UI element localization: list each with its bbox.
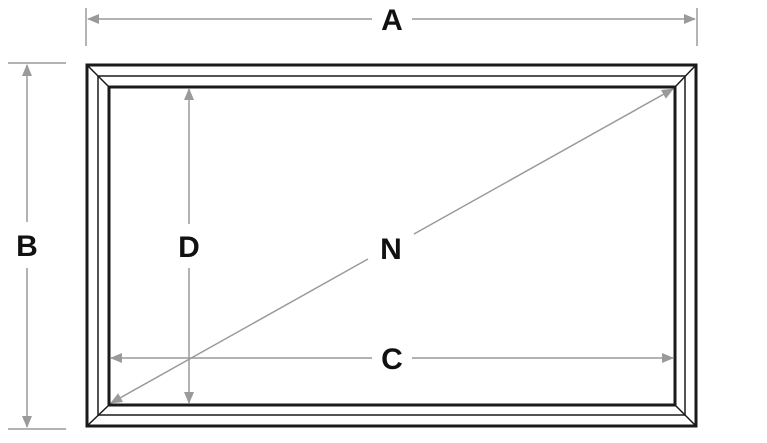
dimension-labels: A B C D N <box>16 4 403 376</box>
frame-middle-edge <box>97 75 686 416</box>
dimension-n-line-lower <box>110 258 369 404</box>
label-b: B <box>16 230 38 263</box>
dimension-n-line-upper <box>413 88 674 235</box>
frame-miter-top-left <box>86 64 110 88</box>
label-d: D <box>178 231 200 264</box>
label-a: A <box>381 4 403 37</box>
label-n: N <box>380 233 402 266</box>
frame-miter-bottom-left <box>86 404 110 427</box>
frame-miter-top-right <box>674 64 697 88</box>
frame-miter-bottom-right <box>674 404 697 427</box>
frame <box>85 63 698 428</box>
extension-lines <box>8 8 698 430</box>
frame-inner-edge <box>107 85 677 407</box>
label-c: C <box>381 343 403 376</box>
dimension-lines <box>22 14 696 428</box>
frame-outer-edge <box>85 63 698 428</box>
